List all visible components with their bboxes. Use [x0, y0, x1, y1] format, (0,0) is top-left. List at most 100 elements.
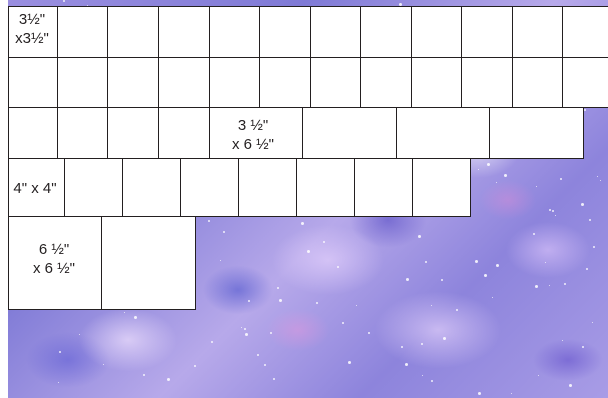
star-speck [538, 375, 539, 376]
star-speck [589, 219, 591, 221]
star-speck [307, 250, 310, 253]
square-4-6 [296, 158, 355, 217]
square-3-5-r1-8 [360, 6, 412, 58]
star-speck [58, 382, 59, 383]
star-speck [103, 364, 104, 365]
star-speck [478, 392, 481, 395]
star-speck [564, 283, 566, 285]
star-speck [597, 176, 598, 177]
star-speck [323, 241, 325, 243]
star-speck [270, 332, 272, 334]
star-speck [316, 302, 318, 304]
star-speck [592, 322, 593, 323]
star-speck [549, 285, 550, 286]
star-speck [63, 0, 65, 2]
square-3-5-r2-6 [259, 57, 311, 108]
square-3-5-r2-12 [562, 57, 608, 108]
square-3-5-r1-2 [57, 6, 108, 58]
square-4-7 [354, 158, 413, 217]
square-6-5-2 [101, 216, 196, 310]
square-3-5-r1-4 [158, 6, 210, 58]
star-speck [586, 268, 588, 270]
star-speck [443, 337, 446, 340]
square-3-5-r1-10 [461, 6, 513, 58]
label-3-5-square-line1: 3½" [19, 10, 45, 29]
star-speck [422, 375, 423, 376]
star-speck [223, 231, 225, 233]
square-3-5-r2-1 [8, 57, 58, 108]
star-speck [581, 203, 584, 206]
star-speck [492, 297, 493, 298]
star-speck [533, 233, 535, 235]
star-speck [248, 300, 250, 302]
label-3-5-by-6-5-line2: x 6 ½" [232, 135, 274, 154]
square-3-5-r2-9 [411, 57, 462, 108]
star-speck [401, 346, 403, 348]
square-4-5 [238, 158, 297, 217]
square-3-5-r2-10 [461, 57, 513, 108]
label-3-5-by-6-5-line1: 3 ½" [238, 116, 268, 135]
star-speck [279, 299, 282, 302]
label-4-by-4-text: 4" x 4" [13, 179, 56, 198]
star-speck [441, 279, 443, 281]
star-speck [431, 380, 433, 382]
square-3-5-r2-4 [158, 57, 210, 108]
star-speck [143, 374, 145, 376]
star-speck [535, 285, 538, 288]
star-speck [208, 220, 210, 222]
star-speck [478, 169, 479, 170]
star-speck [167, 378, 170, 381]
star-speck [504, 174, 507, 177]
star-speck [475, 260, 478, 263]
label-6-5-square-line1: 6 ½" [39, 240, 69, 259]
star-speck [560, 178, 562, 180]
label-6-5-square: 6 ½" x 6 ½" [8, 234, 100, 284]
rect-3-5x6-5-4 [489, 107, 584, 159]
star-speck [241, 327, 242, 328]
star-speck [549, 209, 551, 211]
star-speck [337, 266, 339, 268]
rect-3-5x6-5-2 [302, 107, 397, 159]
star-speck [582, 346, 584, 348]
star-speck [59, 351, 61, 353]
star-speck [301, 222, 304, 225]
star-speck [511, 393, 512, 394]
star-speck [456, 309, 458, 311]
star-speck [211, 341, 213, 343]
square-3-5-r3-3 [107, 107, 159, 159]
star-speck [406, 278, 409, 281]
star-speck [134, 316, 137, 319]
star-speck [418, 235, 421, 238]
square-3-5-r1-3 [107, 6, 159, 58]
square-4-4 [180, 158, 239, 217]
star-speck [555, 215, 556, 216]
star-speck [245, 333, 248, 336]
star-speck [342, 322, 344, 324]
square-3-5-r3-2 [57, 107, 108, 159]
label-3-5-square: 3½" x3½" [8, 6, 56, 52]
star-speck [562, 340, 563, 341]
square-4-8 [412, 158, 471, 217]
star-speck [244, 328, 246, 330]
star-speck [368, 332, 370, 334]
star-speck [545, 262, 546, 263]
square-3-5-r2-7 [310, 57, 361, 108]
square-3-5-r1-12 [562, 6, 608, 58]
star-speck [496, 182, 497, 183]
label-3-5-by-6-5: 3 ½" x 6 ½" [203, 112, 303, 158]
square-3-5-r3-1 [8, 107, 58, 159]
star-speck [405, 363, 408, 366]
star-speck [425, 261, 427, 263]
star-speck [584, 109, 586, 111]
label-6-5-square-line2: x 6 ½" [33, 259, 75, 278]
star-speck [356, 305, 357, 306]
star-speck [593, 246, 595, 248]
square-4-2 [64, 158, 123, 217]
star-speck [536, 186, 537, 187]
star-speck [277, 287, 279, 289]
star-speck [220, 260, 221, 261]
star-speck [273, 378, 275, 380]
rect-3-5x6-5-3 [396, 107, 490, 159]
square-3-5-r1-11 [512, 6, 563, 58]
star-speck [348, 361, 351, 364]
